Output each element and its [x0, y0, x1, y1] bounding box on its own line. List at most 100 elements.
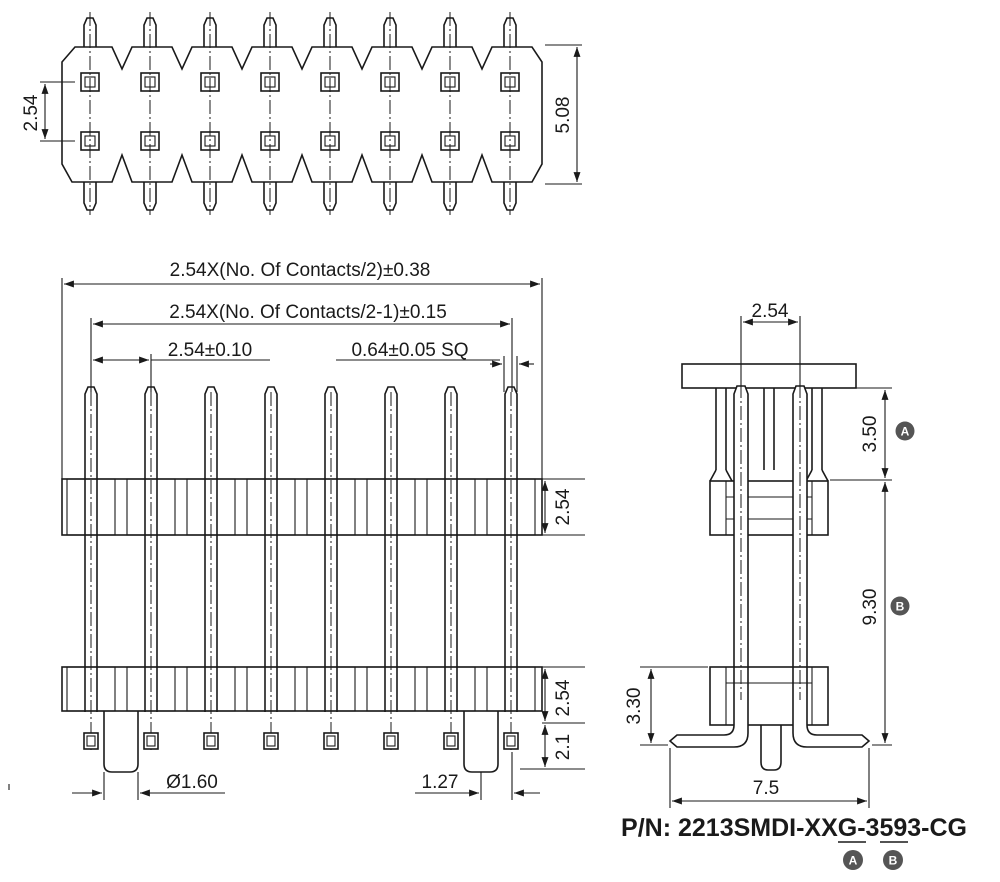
top-pin-square-inner [324, 135, 336, 147]
top-pin-square-inner [444, 135, 456, 147]
front-lower-body-cells [66, 666, 536, 712]
front-upper-cell [246, 478, 296, 536]
front-upper-cell [486, 478, 536, 536]
side-lower-label: 3.30 [624, 688, 645, 725]
side-cap-legs [715, 388, 823, 470]
top-view-housing-outline [61, 46, 543, 183]
front-pin-tail-inner [446, 735, 456, 747]
front-upper-cell [366, 478, 416, 536]
side-center-post [760, 725, 782, 771]
front-pin-tail [83, 732, 99, 750]
front-pitch-span-label: 2.54X(No. Of Contacts/2-1)±0.15 [169, 302, 447, 323]
side-pin-right [792, 340, 808, 710]
top-pin-square [200, 131, 220, 151]
side-upper-housing [709, 480, 829, 536]
top-pin-square-inner [504, 76, 516, 88]
front-pin-tail-inner [86, 735, 96, 747]
side-pin-left [733, 340, 749, 710]
top-pin-square-inner [204, 76, 216, 88]
front-upper-cell [306, 478, 356, 536]
top-pin-square-inner [444, 76, 456, 88]
front-upper-cell [426, 478, 476, 536]
front-post-right [463, 711, 499, 773]
front-offset-dimension: 1.27 [415, 752, 540, 800]
top-housing-path [61, 46, 543, 183]
part-number-badge-a: A [849, 854, 858, 868]
top-pin-square-inner [384, 135, 396, 147]
front-upper-body-dimension: 2.54 [541, 478, 585, 536]
front-lower-body-label: 2.54 [553, 679, 574, 716]
front-lower-cell [426, 666, 476, 712]
top-pin-square-inner [144, 135, 156, 147]
front-offset-label: 1.27 [422, 772, 459, 793]
side-dim-a-label: 3.50 [860, 416, 881, 453]
part-number: P/N: 2213SMDI-XXG-3593-CG A B [621, 814, 967, 870]
side-badge-b: B [896, 600, 905, 614]
side-view: 2.54 3.50 A 9.30 B 3.30 [624, 301, 915, 808]
part-number-code-b: 93 [893, 814, 921, 842]
top-pin-square [80, 72, 100, 92]
top-pin-square [260, 131, 280, 151]
top-pin-square [140, 131, 160, 151]
front-pin-tail [323, 732, 339, 750]
top-pin-square-inner [264, 135, 276, 147]
side-span-dimension: 7.5 [669, 748, 870, 808]
side-pitch-dimension: 2.54 [740, 301, 801, 386]
front-upper-body-label: 2.54 [553, 488, 574, 525]
front-post-left [103, 711, 139, 773]
top-pin-square-inner [384, 76, 396, 88]
top-pin-square [320, 131, 340, 151]
part-number-prefix: P/N: 2213SMDI-XXG- [621, 814, 866, 842]
front-lower-cell [366, 666, 416, 712]
front-overall-dimension: 2.54X(No. Of Contacts/2)±0.38 [61, 260, 543, 479]
top-width-label: 5.08 [553, 97, 574, 134]
top-view: 2.54 5.08 [21, 12, 582, 215]
top-pin-square-inner [264, 76, 276, 88]
side-dim-b-label: 9.30 [860, 589, 881, 626]
side-mating-cap [681, 363, 857, 389]
top-pin-square-inner [84, 76, 96, 88]
top-pin-square-inner [144, 76, 156, 88]
top-pin-square [500, 131, 520, 151]
front-lower-cell [66, 666, 116, 712]
front-lower-cell [486, 666, 536, 712]
front-view-pin-tails [83, 732, 519, 750]
front-pin-tail-inner [386, 735, 396, 747]
front-upper-cell [126, 478, 176, 536]
top-pin-square [380, 131, 400, 151]
top-view-pin-squares [80, 72, 520, 151]
front-pin-tail-inner [506, 735, 516, 747]
front-pin-tail [503, 732, 519, 750]
part-number-code-a: 35 [866, 814, 894, 842]
part-number-text: P/N: 2213SMDI-XXG-3593-CG [621, 814, 967, 842]
top-pin-square [260, 72, 280, 92]
front-lower-body [61, 666, 543, 712]
front-pin-tail-inner [326, 735, 336, 747]
top-pin-square [200, 72, 220, 92]
side-cap-chamfer [709, 469, 829, 482]
side-dim-a: 3.50 A [808, 387, 915, 481]
front-upper-body-cells [66, 478, 536, 536]
part-number-suffix: -CG [921, 814, 967, 842]
front-pin-square-label: 0.64±0.05 SQ [351, 340, 468, 361]
side-span-label: 7.5 [753, 778, 779, 799]
top-pitch-dimension: 2.54 [21, 81, 75, 142]
front-post-diameter-dimension: Ø1.60 [72, 772, 225, 800]
top-pin-square [500, 72, 520, 92]
front-pin-tail-inner [266, 735, 276, 747]
front-pin-tail-inner [206, 735, 216, 747]
side-badge-a: A [901, 425, 910, 439]
front-lower-cell [126, 666, 176, 712]
top-pin-square [80, 131, 100, 151]
side-lower-housing [709, 666, 829, 726]
front-pitch-dimension: 2.54±0.10 [93, 340, 270, 392]
front-pitch-span-dimension: 2.54X(No. Of Contacts/2-1)±0.15 [90, 302, 513, 392]
part-number-badge-b: B [889, 854, 898, 868]
side-tail-left [668, 710, 749, 748]
front-pin-tail [143, 732, 159, 750]
top-pin-square [140, 72, 160, 92]
front-upper-cell [66, 478, 116, 536]
front-pin-tail [383, 732, 399, 750]
front-lower-cell [306, 666, 356, 712]
